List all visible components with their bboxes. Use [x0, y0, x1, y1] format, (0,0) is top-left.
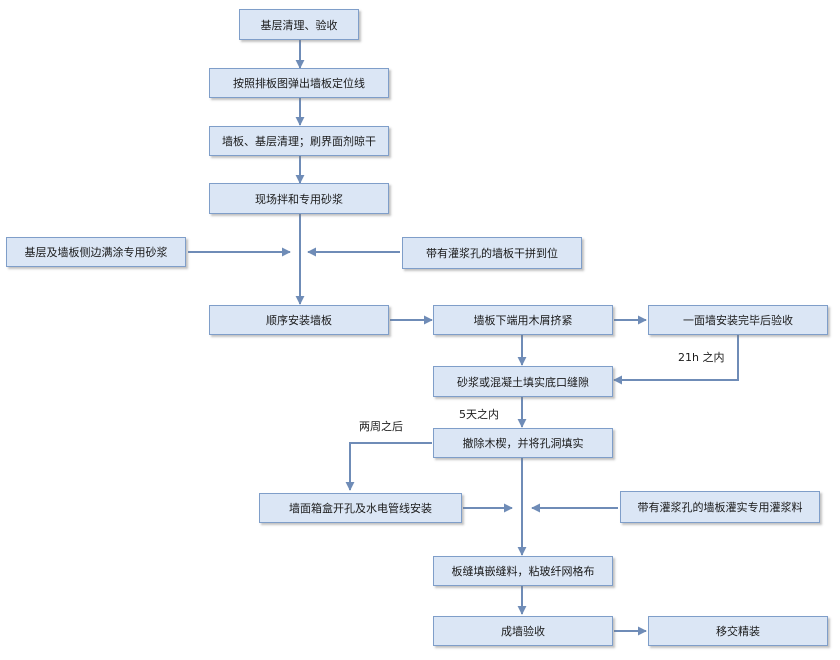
node-base-clean: 基层清理、验收 [239, 9, 359, 40]
node-layout-line: 按照排板图弹出墙板定位线 [209, 68, 389, 98]
node-remove-wedge: 撤除木楔，并将孔洞填实 [433, 428, 613, 458]
node-handover: 移交精装 [648, 616, 828, 646]
node-grout-fill: 带有灌浆孔的墙板灌实专用灌浆料 [620, 491, 820, 523]
label-within-21h: 21h 之内 [678, 351, 725, 364]
arrow-accept-to-fill [613, 335, 739, 385]
node-wall-base-clean: 墙板、基层清理；刷界面剂晾干 [209, 126, 389, 156]
node-fill-gap: 砂浆或混凝土填实底口缝隙 [433, 366, 613, 397]
arrow-remove-to-box-pipe [345, 442, 432, 491]
node-final-accept: 成墙验收 [433, 616, 613, 646]
node-wedge-tight: 墙板下端用木屑挤紧 [433, 305, 613, 335]
node-mix-mortar: 现场拌和专用砂浆 [209, 183, 389, 214]
label-within-2weeks: 两周之后 [359, 420, 403, 433]
node-box-pipe: 墙面箱盒开孔及水电管线安装 [259, 493, 462, 523]
node-accept-wall: 一面墙安装完毕后验收 [648, 305, 828, 335]
node-side-mortar: 基层及墙板侧边满涂专用砂浆 [6, 237, 186, 267]
label-within-5days: 5天之内 [459, 408, 499, 421]
node-grout-hole-dry: 带有灌浆孔的墙板干拼到位 [402, 237, 582, 269]
node-seam-mesh: 板缝填嵌缝料，粘玻纤网格布 [433, 556, 613, 586]
node-install-seq: 顺序安装墙板 [209, 305, 389, 335]
